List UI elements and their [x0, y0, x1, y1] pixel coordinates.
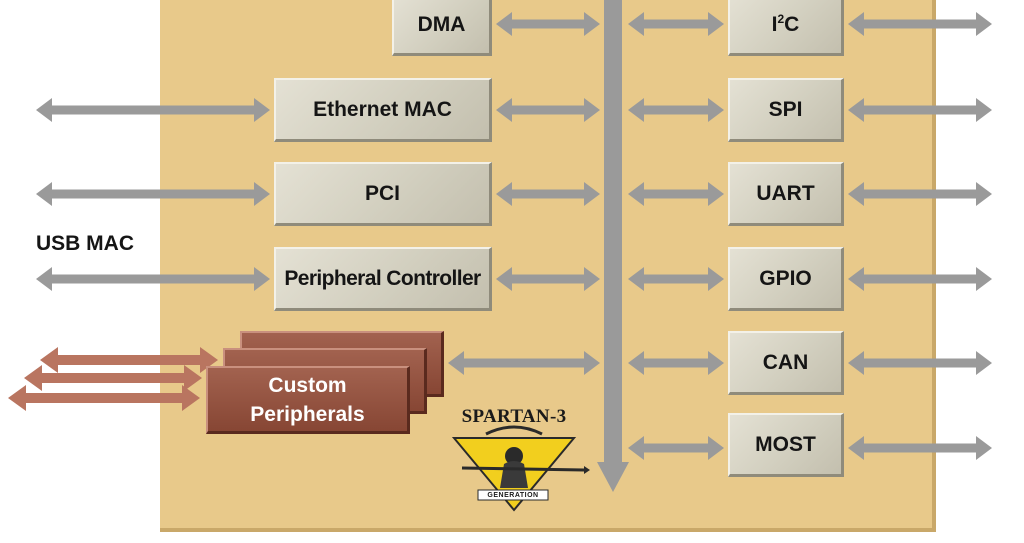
- peripheral-controller-label: Peripheral Controller: [284, 266, 481, 290]
- pci-block: PCI: [274, 162, 492, 226]
- spartan-logo-icon: [452, 425, 590, 512]
- custom-peripherals-bus-arrow: [448, 351, 600, 375]
- pci-label: PCI: [364, 181, 400, 205]
- most-block: MOST: [728, 413, 844, 477]
- i2c-bus-arrow: [628, 12, 724, 36]
- gpio-label: GPIO: [759, 266, 812, 290]
- gpio-block: GPIO: [728, 247, 844, 311]
- most-label: MOST: [755, 432, 816, 456]
- spartan-3-logo: SPARTAN-3 GENERATION: [452, 404, 590, 516]
- custom-peripherals-line2: Peripherals: [250, 402, 365, 426]
- system-bus: [597, 0, 629, 492]
- dma-block: DMA: [392, 0, 492, 56]
- i2c-external-arrow: [848, 12, 992, 36]
- gpio-bus-arrow: [628, 267, 724, 291]
- uart-external-arrow: [848, 182, 992, 206]
- can-label: CAN: [762, 350, 809, 374]
- can-block: CAN: [728, 331, 844, 395]
- pci-external-arrow: [36, 182, 270, 206]
- uart-label: UART: [756, 181, 815, 205]
- dma-bus-arrow: [496, 12, 600, 36]
- usb-mac-external-arrow: [36, 267, 270, 291]
- can-external-arrow: [848, 351, 992, 375]
- spi-block: SPI: [728, 78, 844, 142]
- can-bus-arrow: [628, 351, 724, 375]
- gpio-external-arrow: [848, 267, 992, 291]
- spi-external-arrow: [848, 98, 992, 122]
- usb-mac-label: USB MAC: [36, 232, 134, 255]
- custom-peripherals-line1: Custom: [268, 373, 347, 397]
- pci-bus-arrow: [496, 182, 600, 206]
- ethernet-mac-block: Ethernet MAC: [274, 78, 492, 142]
- logo-subtitle: GENERATION: [487, 492, 539, 499]
- uart-bus-arrow: [628, 182, 724, 206]
- most-external-arrow: [848, 436, 992, 460]
- dma-label: DMA: [417, 12, 466, 36]
- spi-label: SPI: [768, 97, 803, 121]
- ethernet-mac-external-arrow: [36, 98, 270, 122]
- most-bus-arrow: [628, 436, 724, 460]
- custom-external-arrow-1: [40, 347, 218, 373]
- spi-bus-arrow: [628, 98, 724, 122]
- i2c-label: I2C: [771, 12, 800, 36]
- custom-external-arrow-2: [24, 365, 202, 391]
- peripheral-controller-bus-arrow: [496, 267, 600, 291]
- peripheral-controller-block: Peripheral Controller: [274, 247, 492, 311]
- custom-peripherals-block: Custom Peripherals: [206, 366, 410, 434]
- logo-title: SPARTAN-3: [461, 406, 567, 427]
- ethernet-mac-bus-arrow: [496, 98, 600, 122]
- ethernet-mac-label: Ethernet MAC: [313, 97, 452, 121]
- uart-block: UART: [728, 162, 844, 226]
- custom-external-arrow-3: [8, 385, 200, 411]
- i2c-block: I2C: [728, 0, 844, 56]
